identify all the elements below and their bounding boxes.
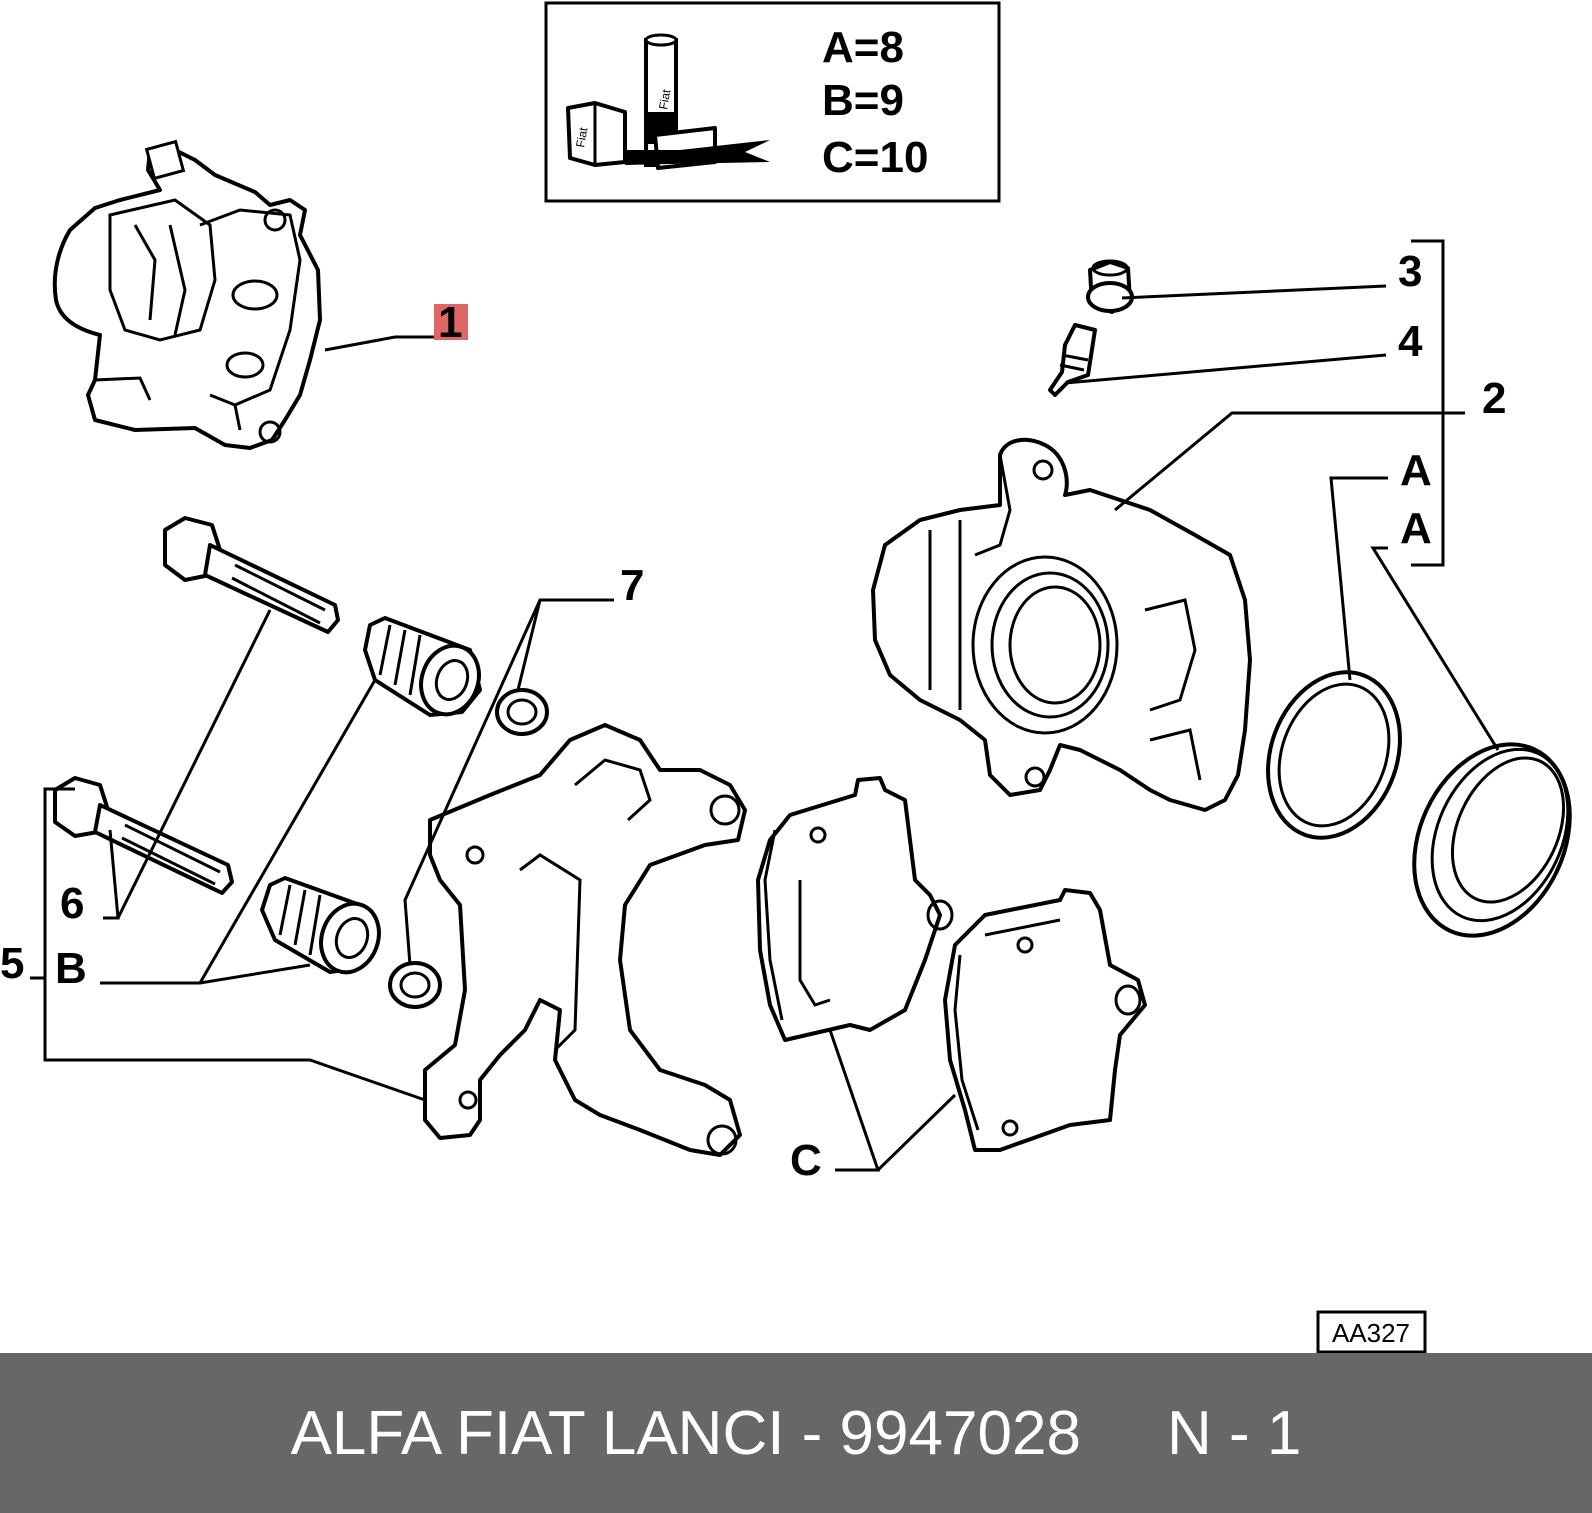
piston-seal-drawing [1266, 670, 1402, 840]
callout-5: 5 [0, 939, 24, 988]
bleed-screw-drawing [1048, 323, 1097, 397]
caliper-bracket-drawing [423, 723, 747, 1157]
caliper-assembly-drawing [52, 139, 322, 450]
callout-a-boot: A [1400, 504, 1432, 553]
brake-pad-outer-drawing [756, 776, 954, 1042]
sleeve-lower-drawing [388, 961, 442, 1009]
sleeve-upper-drawing [495, 688, 549, 736]
product-label: Fiat [680, 151, 698, 163]
dust-boot-drawing [1412, 742, 1572, 938]
product-label: Fiat [656, 88, 673, 111]
parts-diagram: Fiat Fiat Fiat A=8 B=9 C=10 [0, 1, 1572, 1353]
guide-bushing-upper-drawing [363, 616, 482, 717]
guide-bushing-lower-drawing [260, 876, 381, 975]
diagram-code-box [1316, 1310, 1427, 1353]
caliper-housing-drawing [871, 437, 1252, 812]
legend-entry-b: B=9 [822, 76, 904, 125]
guide-bolt-upper-drawing [163, 516, 340, 634]
callout-2: 2 [1482, 374, 1506, 423]
callout-7: 7 [620, 561, 644, 610]
part-number-banner: ALFA FIAT LANCI - 9947028 N - 1 [0, 1353, 1592, 1513]
lubricant-products-icon: Fiat Fiat Fiat [566, 33, 770, 170]
callout-a-seal: A [1400, 446, 1432, 495]
legend-entry-c: C=10 [822, 133, 928, 182]
callout-4: 4 [1398, 317, 1423, 366]
callout-1: 1 [438, 298, 462, 347]
callout-c: C [790, 1136, 822, 1185]
leader-lines [30, 239, 1500, 1172]
callout-b: B [55, 944, 87, 993]
diagram-code: AA327 [1332, 1318, 1410, 1348]
callout-3: 3 [1398, 247, 1422, 296]
part-number-text: ALFA FIAT LANCI - 9947028 N - 1 [290, 1398, 1302, 1468]
callout-1-highlight [434, 304, 468, 340]
bleed-cap-drawing [1086, 259, 1134, 314]
product-label: Fiat [573, 126, 590, 149]
guide-bolt-lower-drawing [53, 776, 234, 895]
callout-6: 6 [60, 879, 84, 928]
legend-box: Fiat Fiat Fiat A=8 B=9 C=10 [544, 1, 1001, 203]
legend-entry-a: A=8 [822, 23, 904, 72]
brake-pad-inner-drawing [943, 888, 1147, 1152]
